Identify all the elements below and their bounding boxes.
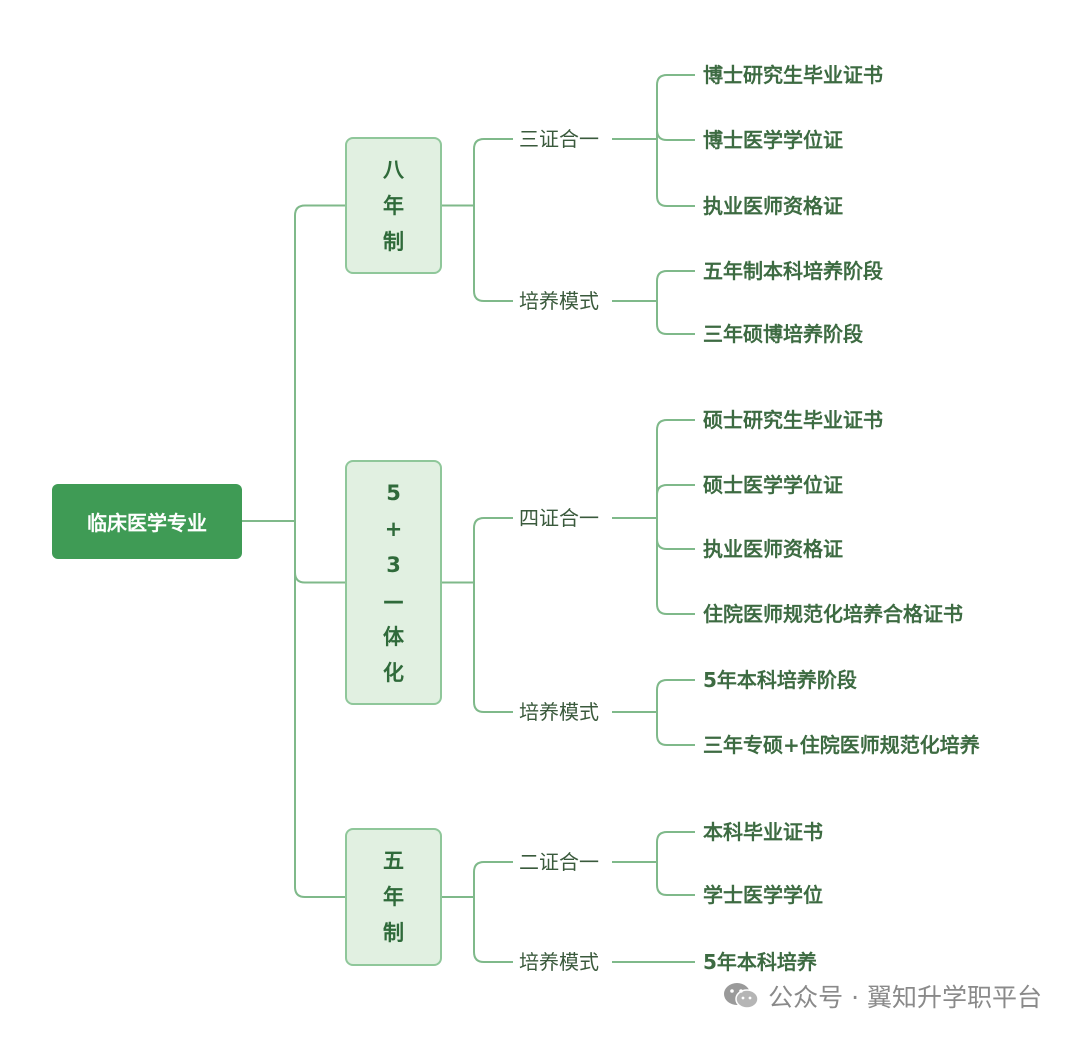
leaf-connector — [612, 300, 695, 335]
leaf-label: 执业医师资格证 — [703, 537, 843, 561]
leaf-connector — [612, 419, 695, 519]
leaf-connector — [612, 711, 695, 746]
branch-node-char: 制 — [383, 921, 404, 945]
leaf-label: 5年本科培养阶段 — [703, 668, 857, 692]
leaf-connector — [612, 484, 695, 519]
branch-connector — [252, 204, 345, 522]
leaf-label: 硕士医学学位证 — [703, 473, 843, 497]
leaf-label: 博士医学学位证 — [703, 128, 843, 152]
leaf-connector — [612, 138, 695, 207]
group-label: 培养模式 — [519, 950, 599, 974]
branch-node: 八年制 — [345, 137, 442, 274]
leaf-label: 硕士研究生毕业证书 — [703, 408, 883, 432]
group-connector — [442, 861, 513, 898]
group-connector — [442, 204, 513, 302]
root-node-label: 临床医学专业 — [87, 511, 207, 535]
leaf-connector — [612, 517, 695, 550]
branch-node-char: 年 — [383, 193, 404, 218]
leaf-label: 三年硕博培养阶段 — [703, 322, 863, 346]
group-connector — [442, 138, 513, 207]
leaf-connector — [612, 270, 695, 302]
leaf-connector — [612, 517, 695, 615]
leaf-connector — [612, 74, 695, 140]
leaf-connector — [612, 129, 695, 141]
watermark-text: 公众号 · 翼知升学职平台 — [768, 983, 1042, 1012]
leaf-label: 本科毕业证书 — [703, 820, 823, 844]
branch-node: 五年制 — [345, 828, 442, 966]
leaf-label: 博士研究生毕业证书 — [703, 63, 883, 87]
leaf-label: 三年专硕+住院医师规范化培养 — [703, 733, 980, 757]
root-node: 临床医学专业 — [52, 484, 242, 559]
leaf-label: 五年制本科培养阶段 — [703, 259, 883, 283]
watermark: 公众号 · 翼知升学职平台 — [722, 978, 1042, 1014]
group-connector — [442, 896, 513, 963]
group-label: 三证合一 — [519, 127, 599, 151]
leaf-label: 住院医师规范化培养合格证书 — [703, 602, 963, 626]
group-label: 培养模式 — [519, 700, 599, 724]
branch-node: 5 +3 — 体化 — [345, 460, 442, 705]
branch-connector — [252, 520, 345, 898]
branch-node-char: 制 — [383, 229, 404, 254]
branch-node-char: 5 — [386, 480, 401, 505]
branch-node-char: 化 — [383, 660, 404, 685]
group-label: 二证合一 — [519, 850, 599, 874]
leaf-label: 5年本科培养 — [703, 950, 817, 974]
branch-node-char: 3 — [386, 552, 401, 577]
group-label: 培养模式 — [519, 289, 599, 313]
leaf-label: 学士医学学位 — [703, 883, 823, 907]
branch-node-char: 体 — [383, 624, 404, 649]
group-connector — [442, 581, 513, 713]
branch-node-char: 八 — [383, 157, 404, 182]
branch-node-char: — — [383, 588, 404, 613]
branch-node-char: 年 — [383, 885, 404, 909]
group-connector — [442, 517, 513, 584]
branch-connector — [252, 520, 345, 584]
leaf-connector — [612, 861, 695, 896]
branch-node-char: + — [384, 516, 403, 541]
group-label: 四证合一 — [519, 506, 599, 530]
wechat-icon — [724, 983, 759, 1009]
leaf-connector — [612, 831, 695, 863]
leaf-connector — [612, 679, 695, 713]
branch-node-char: 五 — [383, 849, 404, 873]
leaf-label: 执业医师资格证 — [703, 194, 843, 218]
